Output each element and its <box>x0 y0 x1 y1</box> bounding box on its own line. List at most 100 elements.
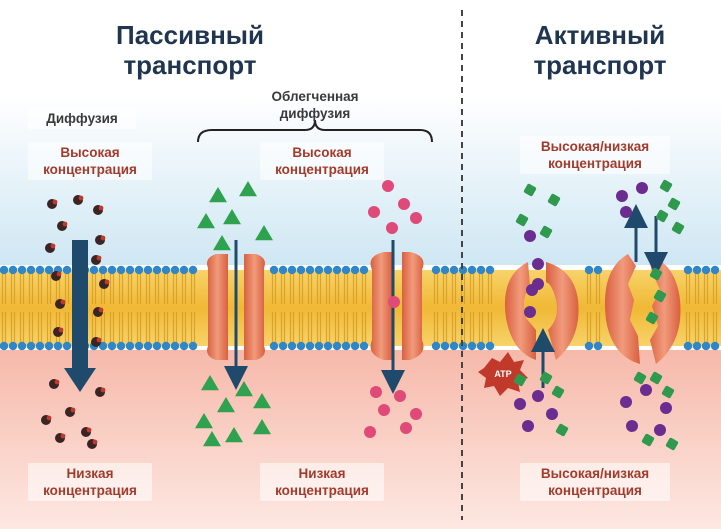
lipid-head <box>143 265 153 275</box>
lipid-head <box>467 341 477 351</box>
lipid-head <box>296 341 306 351</box>
lipid-head <box>341 341 351 351</box>
lipid-head <box>26 341 36 351</box>
green-molecule <box>671 221 685 235</box>
lipid-head <box>188 341 198 351</box>
green-molecule <box>667 197 681 211</box>
active-bottom-concentration-label: Высокая/низкая концентрация <box>520 463 670 501</box>
lipid-head <box>692 265 702 275</box>
high-concentration-label-2: Высокая концентрация <box>260 142 384 180</box>
solute-molecule-tip <box>54 379 60 385</box>
lipid-head <box>350 265 360 275</box>
solute-molecule-tip <box>96 337 102 343</box>
facilitated-brace <box>197 119 433 143</box>
lipid-head <box>35 265 45 275</box>
lipid-head <box>359 341 369 351</box>
purple-molecule <box>522 420 534 432</box>
lipid-head <box>134 341 144 351</box>
lipid-head <box>89 265 99 275</box>
green-molecule <box>555 423 569 437</box>
pink-molecule <box>370 386 382 398</box>
lipid-head <box>332 341 342 351</box>
green-molecule <box>661 385 675 399</box>
lipid-head <box>341 265 351 275</box>
lipid-head <box>269 265 279 275</box>
lipid-head <box>0 341 9 351</box>
lipid-head <box>593 341 603 351</box>
purple-molecule <box>636 182 648 194</box>
lipid-head <box>98 341 108 351</box>
lipid-head <box>143 341 153 351</box>
purple-molecule <box>626 420 638 432</box>
lipid-head <box>170 341 180 351</box>
solute-molecule-tip <box>52 199 58 205</box>
solute-molecule-tip <box>98 307 104 313</box>
lipid-head <box>278 265 288 275</box>
lipid-head <box>350 341 360 351</box>
solute-molecule-tip <box>56 271 62 277</box>
solute-molecule-tip <box>78 195 84 201</box>
solute-molecule-tip <box>86 427 92 433</box>
lipid-head <box>701 265 711 275</box>
lipid-head <box>0 265 9 275</box>
green-molecule <box>547 193 561 207</box>
green-molecule <box>515 213 529 227</box>
lipid-head <box>107 265 117 275</box>
pink-molecule <box>400 422 412 434</box>
green-molecule <box>659 179 673 193</box>
triangle-molecule <box>213 235 231 251</box>
pink-molecule <box>378 404 390 416</box>
diffusion-arrow-shaft <box>72 240 88 370</box>
diffusion-label: Диффузия <box>28 108 136 129</box>
lipid-head <box>485 265 495 275</box>
lipid-head <box>449 341 459 351</box>
pink-molecule <box>394 390 406 402</box>
high-concentration-label: Высокая концентрация <box>28 142 152 180</box>
pink-molecule <box>410 212 422 224</box>
lipid-head <box>269 341 279 351</box>
lipid-head <box>188 265 198 275</box>
lipid-head <box>26 265 36 275</box>
green-molecule <box>645 311 659 325</box>
active-top-concentration-label: Высокая/низкая концентрация <box>520 136 670 174</box>
lipid-head <box>17 341 27 351</box>
purple-molecule <box>620 396 632 408</box>
lipid-head <box>179 341 189 351</box>
lipid-head <box>116 341 126 351</box>
lipid-head <box>152 265 162 275</box>
purple-molecule <box>532 258 544 270</box>
lipid-head <box>287 341 297 351</box>
green-molecule <box>649 267 663 281</box>
lipid-head <box>107 341 117 351</box>
triangle-molecule <box>195 413 213 429</box>
lipid-head <box>305 341 315 351</box>
solute-molecule-tip <box>100 235 106 241</box>
active-pump-right <box>604 254 681 364</box>
lipid-head <box>449 265 459 275</box>
solute-molecule-tip <box>50 243 56 249</box>
lipid-head <box>305 265 315 275</box>
lipid-head <box>161 341 171 351</box>
pink-molecule <box>368 206 380 218</box>
purple-molecule <box>524 306 536 318</box>
triangle-molecule <box>253 419 271 435</box>
solute-molecule-tip <box>96 255 102 261</box>
lipid-head <box>458 265 468 275</box>
green-molecule <box>641 433 655 447</box>
molecules <box>41 179 685 451</box>
lipid-head <box>692 341 702 351</box>
green-molecule <box>653 289 667 303</box>
green-molecule <box>551 385 565 399</box>
lipid-head <box>440 341 450 351</box>
triangle-molecule <box>253 393 271 409</box>
solute-molecule-tip <box>58 327 64 333</box>
pink-molecule <box>364 426 376 438</box>
green-molecule <box>523 183 537 197</box>
facilitated-diffusion-label: Облегченная диффузия <box>271 89 359 121</box>
lipid-head <box>332 265 342 275</box>
lipid-head <box>431 341 441 351</box>
solute-molecule-tip <box>46 415 52 421</box>
lipid-bilayer-core <box>0 270 721 346</box>
